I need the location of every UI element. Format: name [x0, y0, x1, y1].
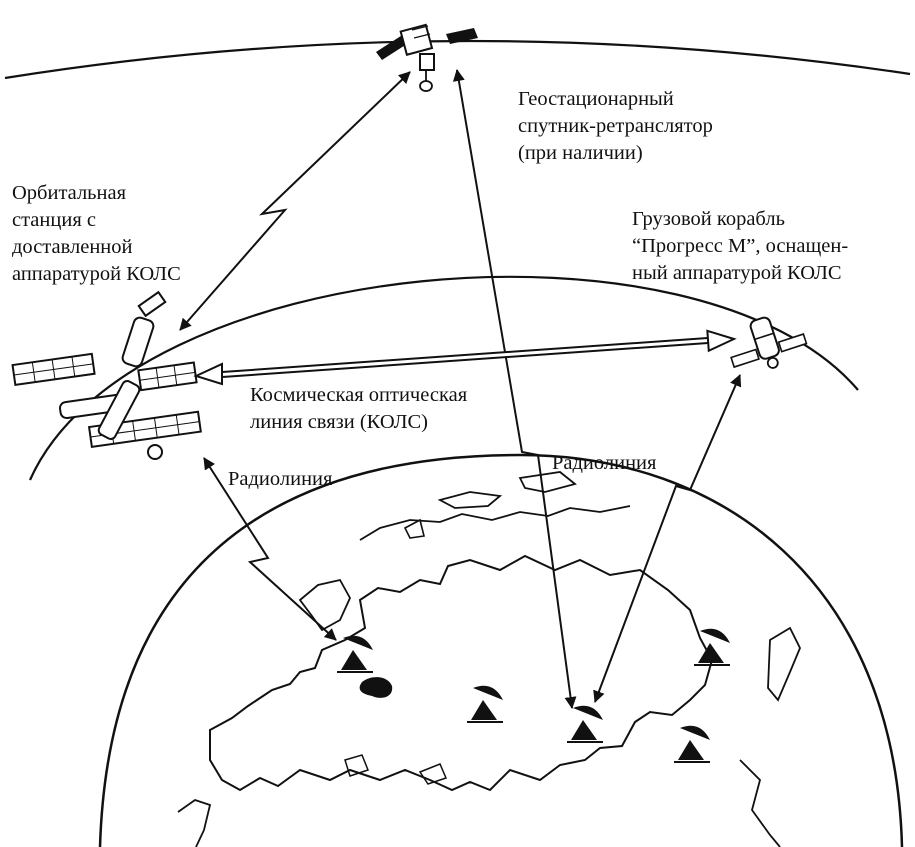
- island: [437, 491, 503, 509]
- orbital-station-label: Орбитальная станция с доставленной аппар…: [12, 182, 181, 285]
- radio-link-label-left: Радиолиния: [228, 468, 333, 490]
- radio-link-station-satellite: [179, 71, 411, 331]
- satellite-icon: [376, 23, 478, 92]
- radio-link-station-ground: [203, 457, 337, 641]
- island: [403, 518, 425, 539]
- spacecraft-icon: [730, 316, 808, 369]
- radio-link-satellite-ground: [452, 69, 577, 709]
- ground-antenna-icon: [674, 725, 710, 763]
- earth-globe: [98, 453, 904, 847]
- cargo-ship-label: Грузовой корабль “Прогресс М”, оснащен- …: [632, 208, 849, 284]
- ground-antenna-icon: [567, 705, 603, 743]
- optical-link-arrow: [193, 329, 737, 386]
- japan-islands: [767, 626, 801, 702]
- optical-link-label: Космическая оптическая линия связи (КОЛС…: [250, 384, 468, 433]
- geo-satellite-label: Геостационарный спутник-ретранслятор (пр…: [518, 88, 713, 164]
- radio-link-label-right: Радиолиния: [552, 452, 657, 474]
- space-station-icon: [11, 290, 202, 460]
- ground-antenna-icon: [467, 685, 503, 723]
- radio-link-spacecraft-ground: [593, 374, 742, 703]
- ground-antenna-icon: [337, 635, 373, 673]
